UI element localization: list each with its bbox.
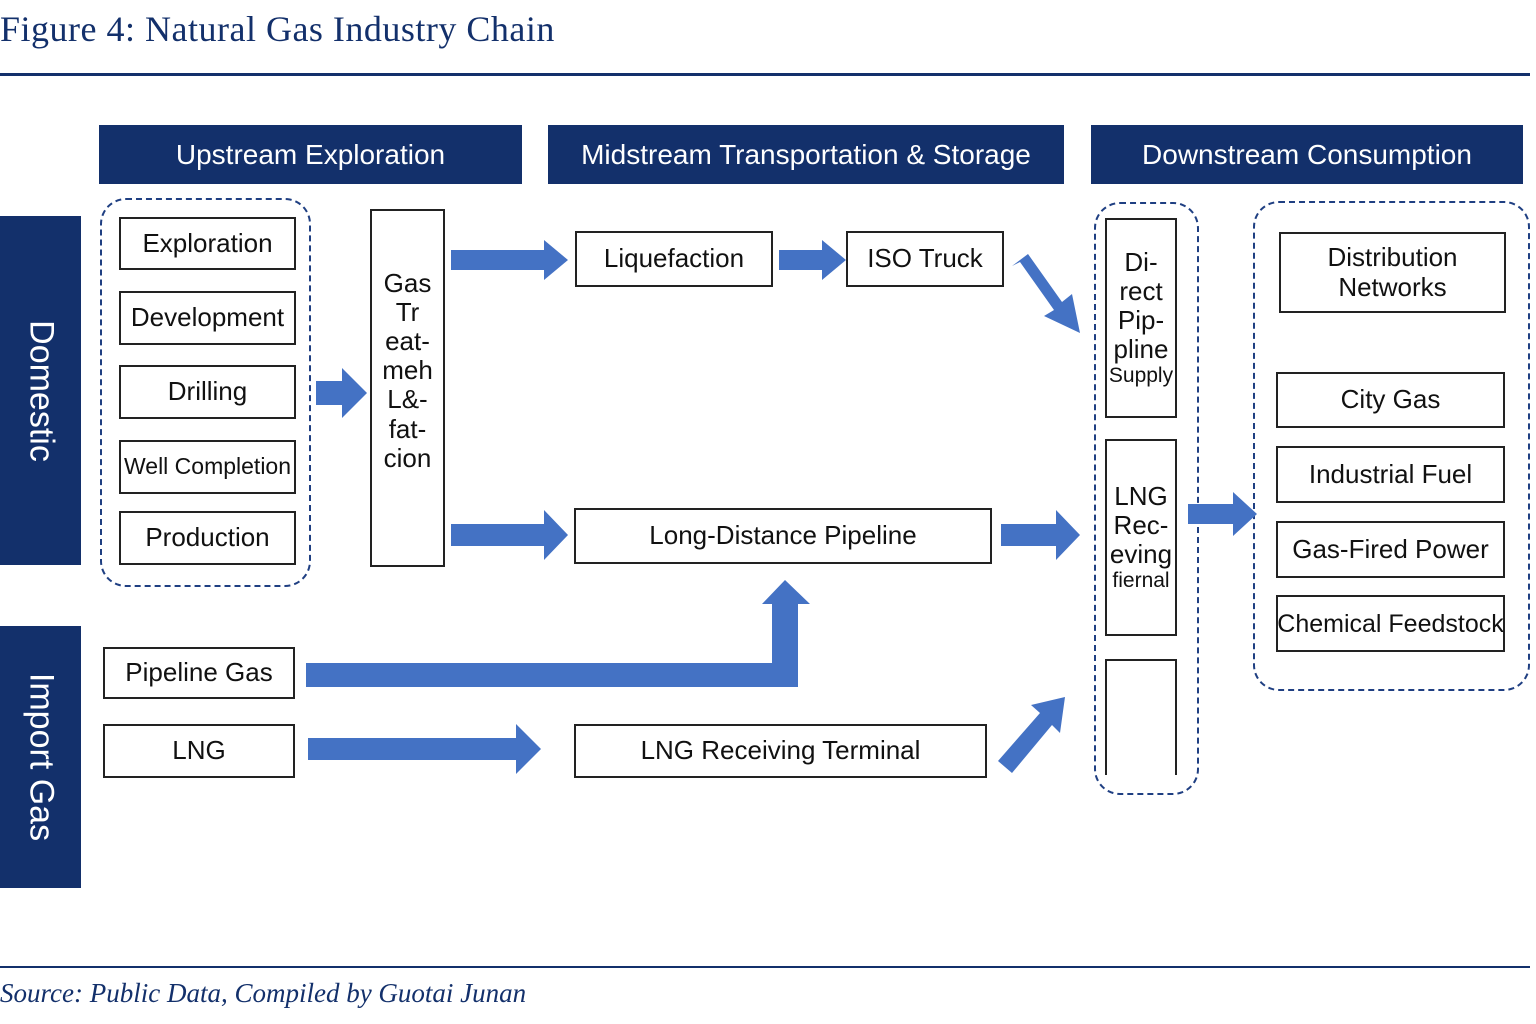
bottom-rule [0,966,1530,968]
lng-receiving-terminal-box: LNG Receiving Terminal [574,724,987,778]
empty-supply-box [1105,659,1177,775]
gas-treatment-line-4: meh [382,355,433,386]
arrow-iso-truck-to-direct-pipeline [1012,254,1080,333]
arrow-steps-to-treatment [316,368,367,418]
lng-receiving-line-1: LNG [1114,481,1168,512]
step-drilling: Drilling [119,365,296,419]
arrow-liquefaction-to-iso-truck [779,240,846,280]
stage-header-midstream: Midstream Transportation & Storage [548,125,1064,184]
arrow-treatment-to-long-distance-pipeline [451,510,568,560]
distribution-networks-line-1: Distribution [1327,242,1458,273]
pipeline-gas-box: Pipeline Gas [103,647,295,699]
long-distance-pipeline-box: Long-Distance Pipeline [574,508,992,564]
industrial-fuel-box: Industrial Fuel [1276,446,1505,503]
distribution-networks-box: Distribution Networks [1279,232,1506,313]
arrow-long-distance-pipeline-to-lng-receiving [1001,510,1080,560]
gas-treatment-box: Gas Tr eat- meh L&- fat- cion [370,209,445,567]
step-well-completion: Well Completion [119,440,296,494]
lng-import-box: LNG [103,724,295,778]
source-note: Source: Public Data, Compiled by Guotai … [0,978,527,1008]
step-development: Development [119,291,296,345]
lng-receiving-line-2: Rec- [1113,510,1169,541]
direct-pipeline-line-4: pline [1113,334,1169,365]
arrow-lng-import-to-terminal [308,724,541,774]
direct-pipeline-line-3: Pip- [1117,305,1165,336]
city-gas-box: City Gas [1276,372,1505,428]
stage-header-downstream: Downstream Consumption [1091,125,1523,184]
gas-fired-power-box: Gas-Fired Power [1276,521,1505,578]
gas-treatment-line-1: Gas [383,268,432,298]
liquefaction-box: Liquefaction [575,231,773,287]
gas-treatment-line-5: L&- [387,384,428,415]
direct-pipeline-line-1: Di- [1124,247,1158,278]
consumption-group [1253,201,1530,691]
step-production: Production [119,511,296,565]
side-label-import-gas: Import Gas [0,626,81,888]
direct-pipeline-supply-box: Di- rect Pip- pline Supply [1105,218,1177,418]
gas-treatment-line-3: eat- [385,326,430,357]
lng-receiving-supply-box: LNG Rec- eving fiernal [1105,439,1177,636]
gas-treatment-line-2: Tr [395,297,420,328]
chemical-feedstock-box: Chemical Feedstock [1276,595,1505,652]
top-rule [0,73,1530,76]
side-label-domestic: Domestic [0,216,81,565]
arrow-terminal-to-supply [998,697,1065,773]
upstream-steps-group [100,198,311,587]
direct-pipeline-line-2: rect [1119,276,1163,307]
supply-mode-group [1094,202,1199,795]
distribution-networks-line-2: Networks [1338,271,1447,302]
lng-receiving-line-3: eving [1109,539,1173,570]
gas-treatment-line-7: cion [383,442,432,473]
arrow-supply-to-consumption [1188,492,1257,536]
figure-title: Figure 4: Natural Gas Industry Chain [0,9,555,49]
arrow-treatment-to-liquefaction [451,240,568,280]
stage-header-upstream: Upstream Exploration [99,125,522,184]
lng-receiving-line-4: fiernal [1112,569,1170,593]
iso-truck-box: ISO Truck [846,231,1004,287]
arrow-pipeline-gas-to-long-distance-pipeline [306,580,810,687]
gas-treatment-line-6: fat- [388,413,427,444]
step-exploration: Exploration [119,217,296,270]
direct-pipeline-line-5: Supply [1108,364,1174,388]
